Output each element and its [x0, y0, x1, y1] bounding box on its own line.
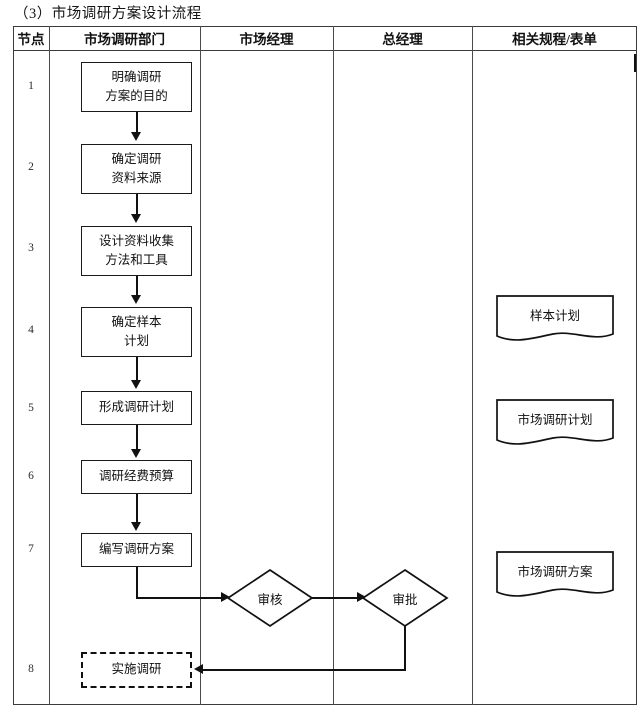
- process-box-8-line1: 实施调研: [111, 662, 162, 677]
- arrowhead-1-2: [131, 132, 141, 141]
- node-number-2: 2: [28, 161, 34, 173]
- page-title: （3）市场调研方案设计流程: [14, 6, 202, 22]
- process-box-7[interactable]: 编写调研方案: [81, 533, 192, 567]
- connector-7-review-vertical: [136, 567, 138, 599]
- node-number-6: 6: [28, 470, 34, 482]
- arrowhead-2-3: [131, 214, 141, 223]
- document-research-plan-label: 市场调研计划: [517, 412, 593, 427]
- node-number-7: 7: [28, 543, 34, 555]
- decision-approve-label: 审批: [392, 592, 418, 607]
- column-header-manager: 市场经理: [239, 32, 294, 47]
- node-number-5: 5: [28, 402, 34, 414]
- connector-6-7: [136, 494, 138, 522]
- arrowhead-4-5: [131, 380, 141, 389]
- column-header-docs: 相关规程/表单: [512, 32, 597, 47]
- process-box-3-line1: 设计资料收集: [98, 233, 174, 248]
- connector-3-4: [136, 276, 138, 296]
- column-divider-3: [333, 26, 334, 705]
- column-divider-4: [472, 26, 473, 705]
- process-box-1-line2: 方案的目的: [105, 89, 168, 103]
- node-number-8: 8: [28, 663, 34, 675]
- process-box-6-line1: 调研经费预算: [98, 469, 174, 484]
- process-box-5-line1: 形成调研计划: [98, 400, 174, 415]
- text-caret-artifact: [634, 54, 636, 72]
- connector-4-5: [136, 357, 138, 380]
- process-box-6[interactable]: 调研经费预算: [81, 460, 192, 494]
- document-sample-plan-label: 样本计划: [529, 308, 580, 323]
- column-header-gm: 总经理: [382, 32, 423, 47]
- arrowhead-approve-implement: [194, 664, 203, 674]
- arrowhead-7-review: [221, 592, 230, 602]
- process-box-2-line1: 确定调研: [111, 151, 162, 166]
- document-research-scheme[interactable]: 市场调研方案: [495, 550, 615, 602]
- process-box-8-implement[interactable]: 实施调研: [81, 652, 192, 688]
- node-number-3: 3: [28, 242, 34, 254]
- process-box-1-line1: 明确调研: [111, 69, 162, 84]
- decision-review[interactable]: 审核: [226, 568, 314, 628]
- process-box-3[interactable]: 设计资料收集 方法和工具: [81, 226, 192, 276]
- connector-approve-implement-horizontal: [200, 669, 406, 671]
- arrowhead-6-7: [131, 522, 141, 531]
- node-number-1: 1: [28, 80, 34, 92]
- connector-approve-implement-vertical: [404, 622, 406, 670]
- connector-1-2: [136, 112, 138, 133]
- process-box-5[interactable]: 形成调研计划: [81, 391, 192, 425]
- process-box-4[interactable]: 确定样本 计划: [81, 307, 192, 357]
- arrowhead-review-approve: [357, 592, 366, 602]
- column-divider-2: [200, 26, 201, 705]
- node-number-4: 4: [28, 324, 34, 336]
- process-box-1[interactable]: 明确调研 方案的目的: [81, 62, 192, 112]
- process-box-2[interactable]: 确定调研 资料来源: [81, 144, 192, 194]
- document-research-plan[interactable]: 市场调研计划: [495, 398, 615, 450]
- connector-7-review-horizontal: [136, 597, 224, 599]
- table-frame: [13, 26, 637, 705]
- arrowhead-5-6: [131, 449, 141, 458]
- process-box-2-line2: 资料来源: [111, 171, 162, 185]
- process-box-3-line2: 方法和工具: [105, 253, 168, 267]
- process-box-4-line2: 计划: [123, 334, 149, 348]
- column-header-node: 节点: [17, 32, 45, 47]
- column-divider-1: [49, 26, 50, 705]
- column-header-dept: 市场调研部门: [84, 32, 165, 47]
- connector-2-3: [136, 194, 138, 215]
- document-sample-plan[interactable]: 样本计划: [495, 294, 615, 346]
- connector-review-approve: [312, 597, 360, 599]
- decision-approve[interactable]: 审批: [361, 568, 449, 628]
- process-box-4-line1: 确定样本: [111, 314, 162, 329]
- arrowhead-3-4: [131, 295, 141, 304]
- header-rule: [13, 50, 637, 51]
- connector-5-6: [136, 425, 138, 449]
- decision-review-label: 审核: [257, 592, 283, 607]
- process-box-7-line1: 编写调研方案: [98, 542, 174, 557]
- document-research-scheme-label: 市场调研方案: [517, 564, 593, 579]
